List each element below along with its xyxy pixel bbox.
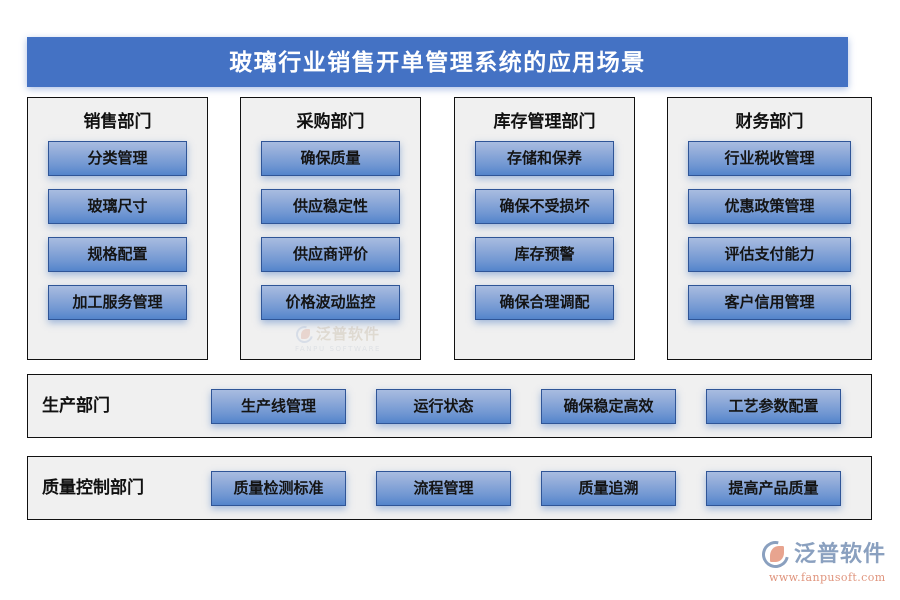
department-columns: 销售部门 分类管理 玻璃尺寸 规格配置 加工服务管理 采购部门 确保质量 供应稳… (27, 97, 872, 360)
feature-button[interactable]: 供应商评价 (261, 237, 400, 272)
fanpu-logo-icon (756, 535, 795, 574)
feature-button[interactable]: 流程管理 (376, 470, 511, 506)
department-title: 采购部门 (296, 112, 365, 132)
department-panel-finance: 财务部门 行业税收管理 优惠政策管理 评估支付能力 客户信用管理 (667, 97, 872, 360)
feature-button[interactable]: 价格波动监控 (261, 285, 400, 320)
brand-logo-row: 泛普软件 (756, 535, 887, 574)
feature-button[interactable]: 供应稳定性 (261, 189, 400, 224)
brand-name-cn: 泛普软件 (794, 541, 887, 567)
feature-button[interactable]: 优惠政策管理 (688, 189, 851, 224)
feature-button[interactable]: 分类管理 (48, 141, 187, 176)
department-title: 质量控制部门 (42, 477, 144, 498)
department-row-production: 生产部门 生产线管理 运行状态 确保稳定高效 工艺参数配置 (27, 374, 872, 438)
feature-button[interactable]: 运行状态 (376, 388, 511, 424)
feature-button[interactable]: 确保稳定高效 (541, 388, 676, 424)
feature-button[interactable]: 玻璃尺寸 (48, 189, 187, 224)
feature-button[interactable]: 加工服务管理 (48, 285, 187, 320)
department-row-quality-control: 质量控制部门 质量检测标准 流程管理 质量追溯 提高产品质量 (27, 456, 872, 520)
feature-button[interactable]: 生产线管理 (211, 388, 346, 424)
feature-button[interactable]: 库存预警 (475, 237, 614, 272)
feature-button[interactable]: 确保不受损坏 (475, 189, 614, 224)
feature-button[interactable]: 评估支付能力 (688, 237, 851, 272)
department-title: 财务部门 (735, 112, 804, 132)
department-panel-sales: 销售部门 分类管理 玻璃尺寸 规格配置 加工服务管理 (27, 97, 208, 360)
feature-button[interactable]: 规格配置 (48, 237, 187, 272)
feature-button[interactable]: 存储和保养 (475, 141, 614, 176)
department-title: 生产部门 (42, 395, 110, 416)
brand-website-url: www.fanpusoft.com (769, 571, 886, 584)
feature-button[interactable]: 确保合理调配 (475, 285, 614, 320)
department-panel-purchasing: 采购部门 确保质量 供应稳定性 供应商评价 价格波动监控 (240, 97, 421, 360)
feature-button[interactable]: 质量追溯 (541, 470, 676, 506)
feature-button[interactable]: 工艺参数配置 (706, 388, 841, 424)
department-title: 销售部门 (83, 112, 152, 132)
feature-button[interactable]: 确保质量 (261, 141, 400, 176)
page-title-banner: 玻璃行业销售开单管理系统的应用场景 (27, 37, 848, 87)
page-title: 玻璃行业销售开单管理系统的应用场景 (229, 48, 646, 76)
feature-button[interactable]: 提高产品质量 (706, 470, 841, 506)
feature-button[interactable]: 客户信用管理 (688, 285, 851, 320)
department-title: 库存管理部门 (493, 112, 596, 132)
department-panel-inventory: 库存管理部门 存储和保养 确保不受损坏 库存预警 确保合理调配 (454, 97, 635, 360)
feature-button[interactable]: 行业税收管理 (688, 141, 851, 176)
brand-logo: 泛普软件 www.fanpusoft.com (756, 535, 890, 589)
feature-button[interactable]: 质量检测标准 (211, 470, 346, 506)
